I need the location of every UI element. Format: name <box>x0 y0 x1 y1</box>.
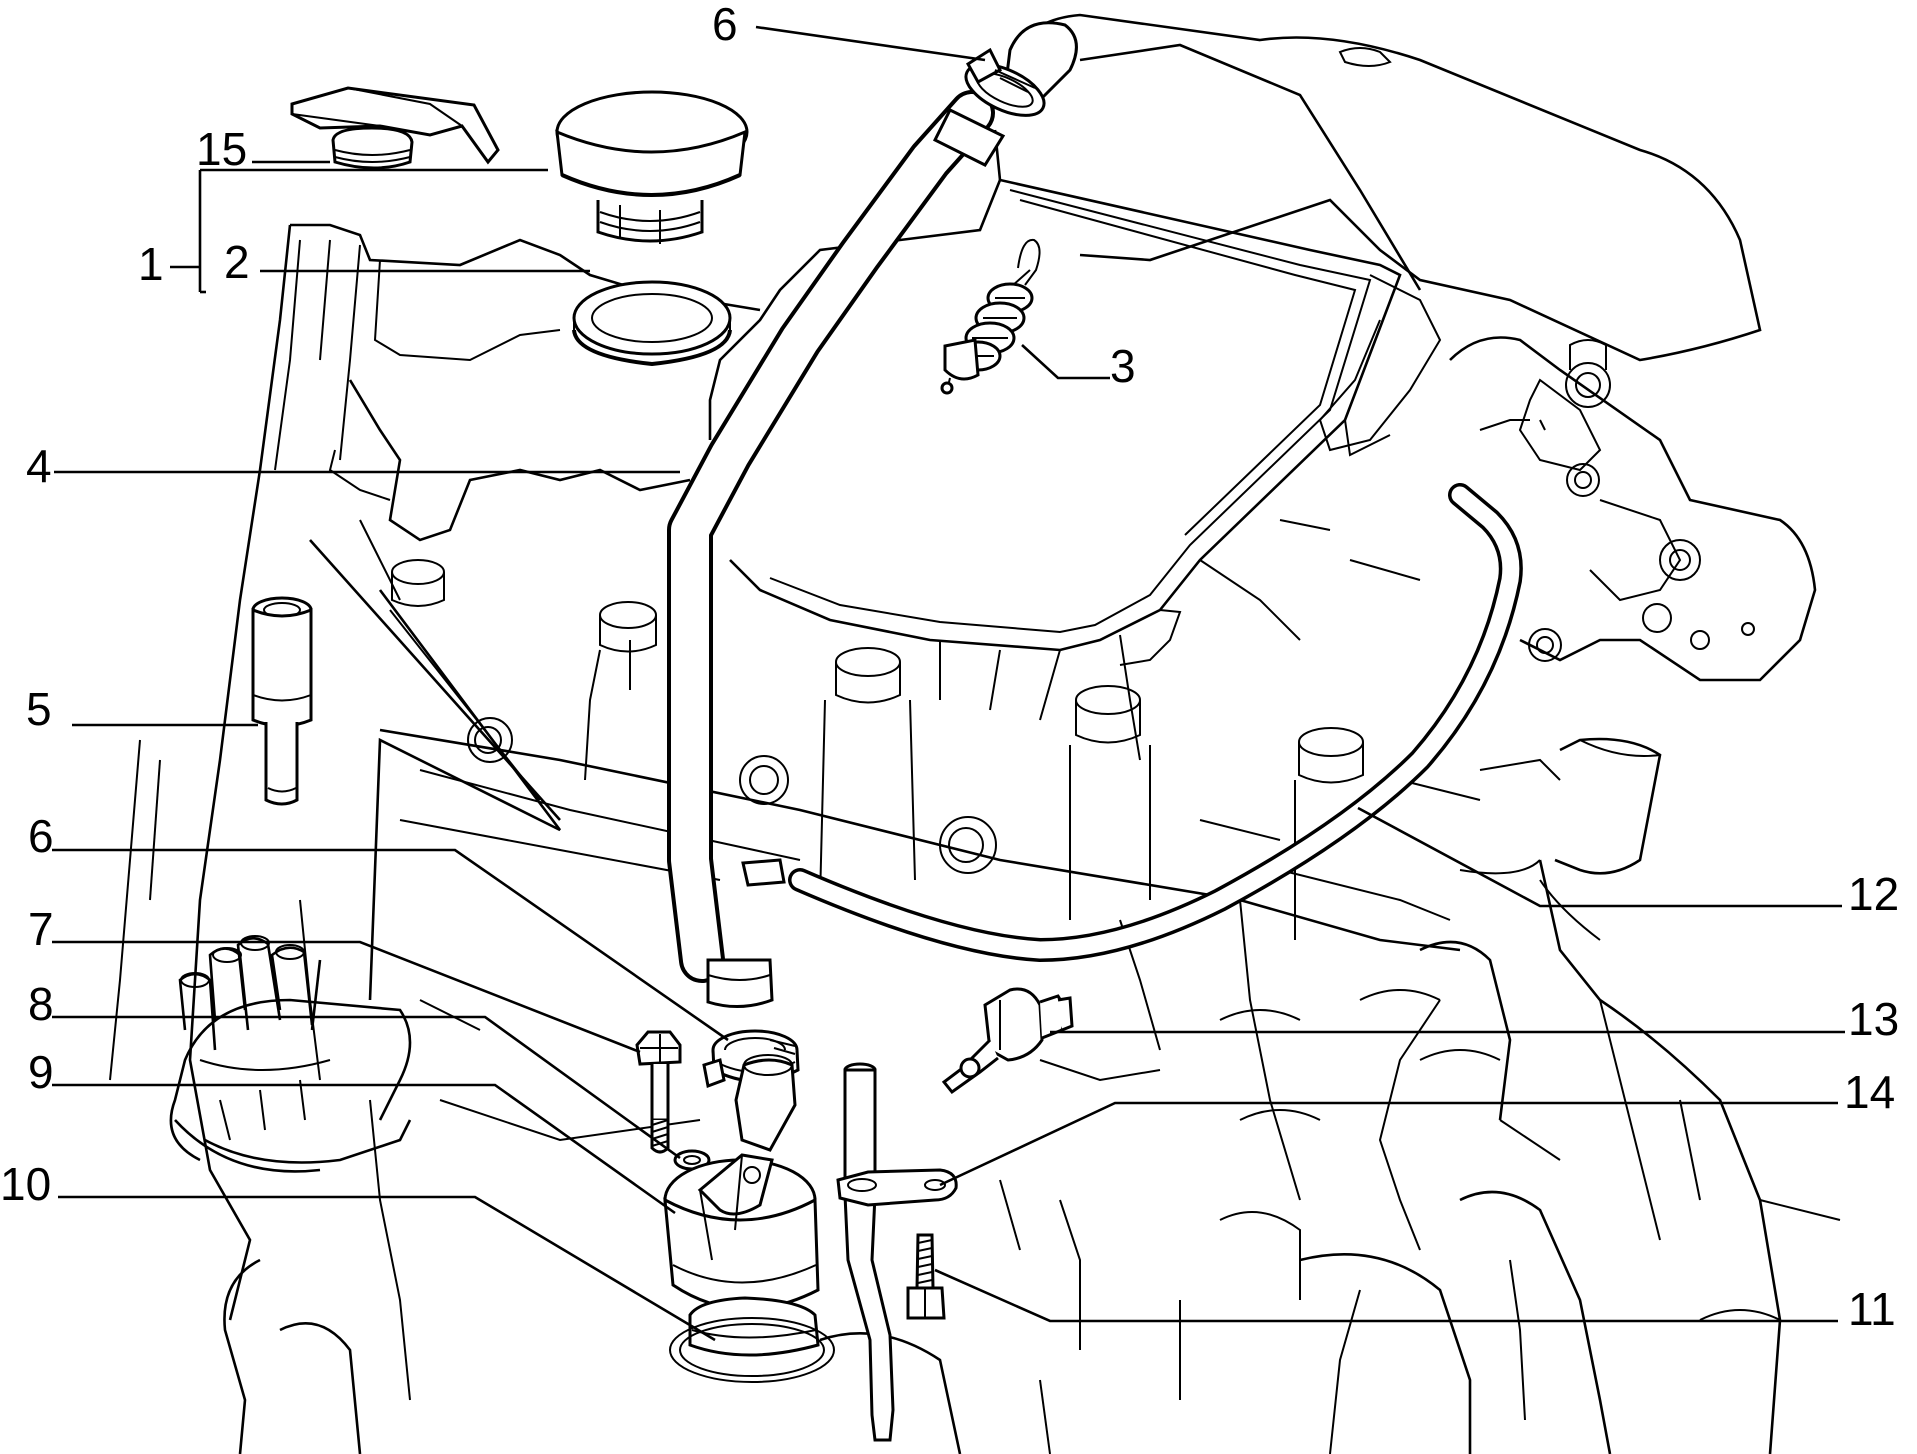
part-3-plug <box>940 238 1041 395</box>
part-2-gasket <box>572 280 732 367</box>
callout-5: 5 <box>26 683 52 735</box>
part-12-hose <box>788 483 1523 962</box>
callout-2: 2 <box>224 236 250 288</box>
callout-14: 14 <box>1844 1066 1895 1118</box>
distributor-cap <box>169 935 412 1173</box>
part-7-bolt <box>635 1030 682 1154</box>
part-6-top-clamp <box>964 21 1078 117</box>
callout-6-left: 6 <box>28 810 54 862</box>
part-5-tube <box>251 596 313 806</box>
part-13-sensor <box>941 987 1074 1095</box>
callout-7: 7 <box>28 903 54 955</box>
callout-8: 8 <box>28 978 54 1030</box>
part-11-screw <box>906 1233 946 1320</box>
callout-9: 9 <box>28 1046 54 1098</box>
callout-labels: 6 15 1 2 3 4 5 6 7 8 9 10 12 13 14 11 <box>0 0 1899 1335</box>
part-4-breather-hose <box>667 90 1006 1009</box>
callout-12: 12 <box>1848 868 1899 920</box>
part-9-separator <box>663 1054 820 1311</box>
callout-10: 10 <box>0 1158 51 1210</box>
callout-1: 1 <box>138 238 164 290</box>
part-1-filler-cap <box>555 90 749 244</box>
part-15-cap <box>290 86 500 170</box>
leader-lines <box>52 25 1845 1342</box>
part-10-seal <box>669 1296 835 1383</box>
callout-15: 15 <box>196 123 247 175</box>
engine-block-outline <box>109 13 1841 1454</box>
callout-4: 4 <box>26 440 52 492</box>
callout-13: 13 <box>1848 993 1899 1045</box>
part-14-dipstick-tube <box>836 1062 958 1442</box>
callout-6-top: 6 <box>712 0 738 50</box>
callout-11: 11 <box>1848 1283 1896 1335</box>
callout-3: 3 <box>1110 340 1136 392</box>
